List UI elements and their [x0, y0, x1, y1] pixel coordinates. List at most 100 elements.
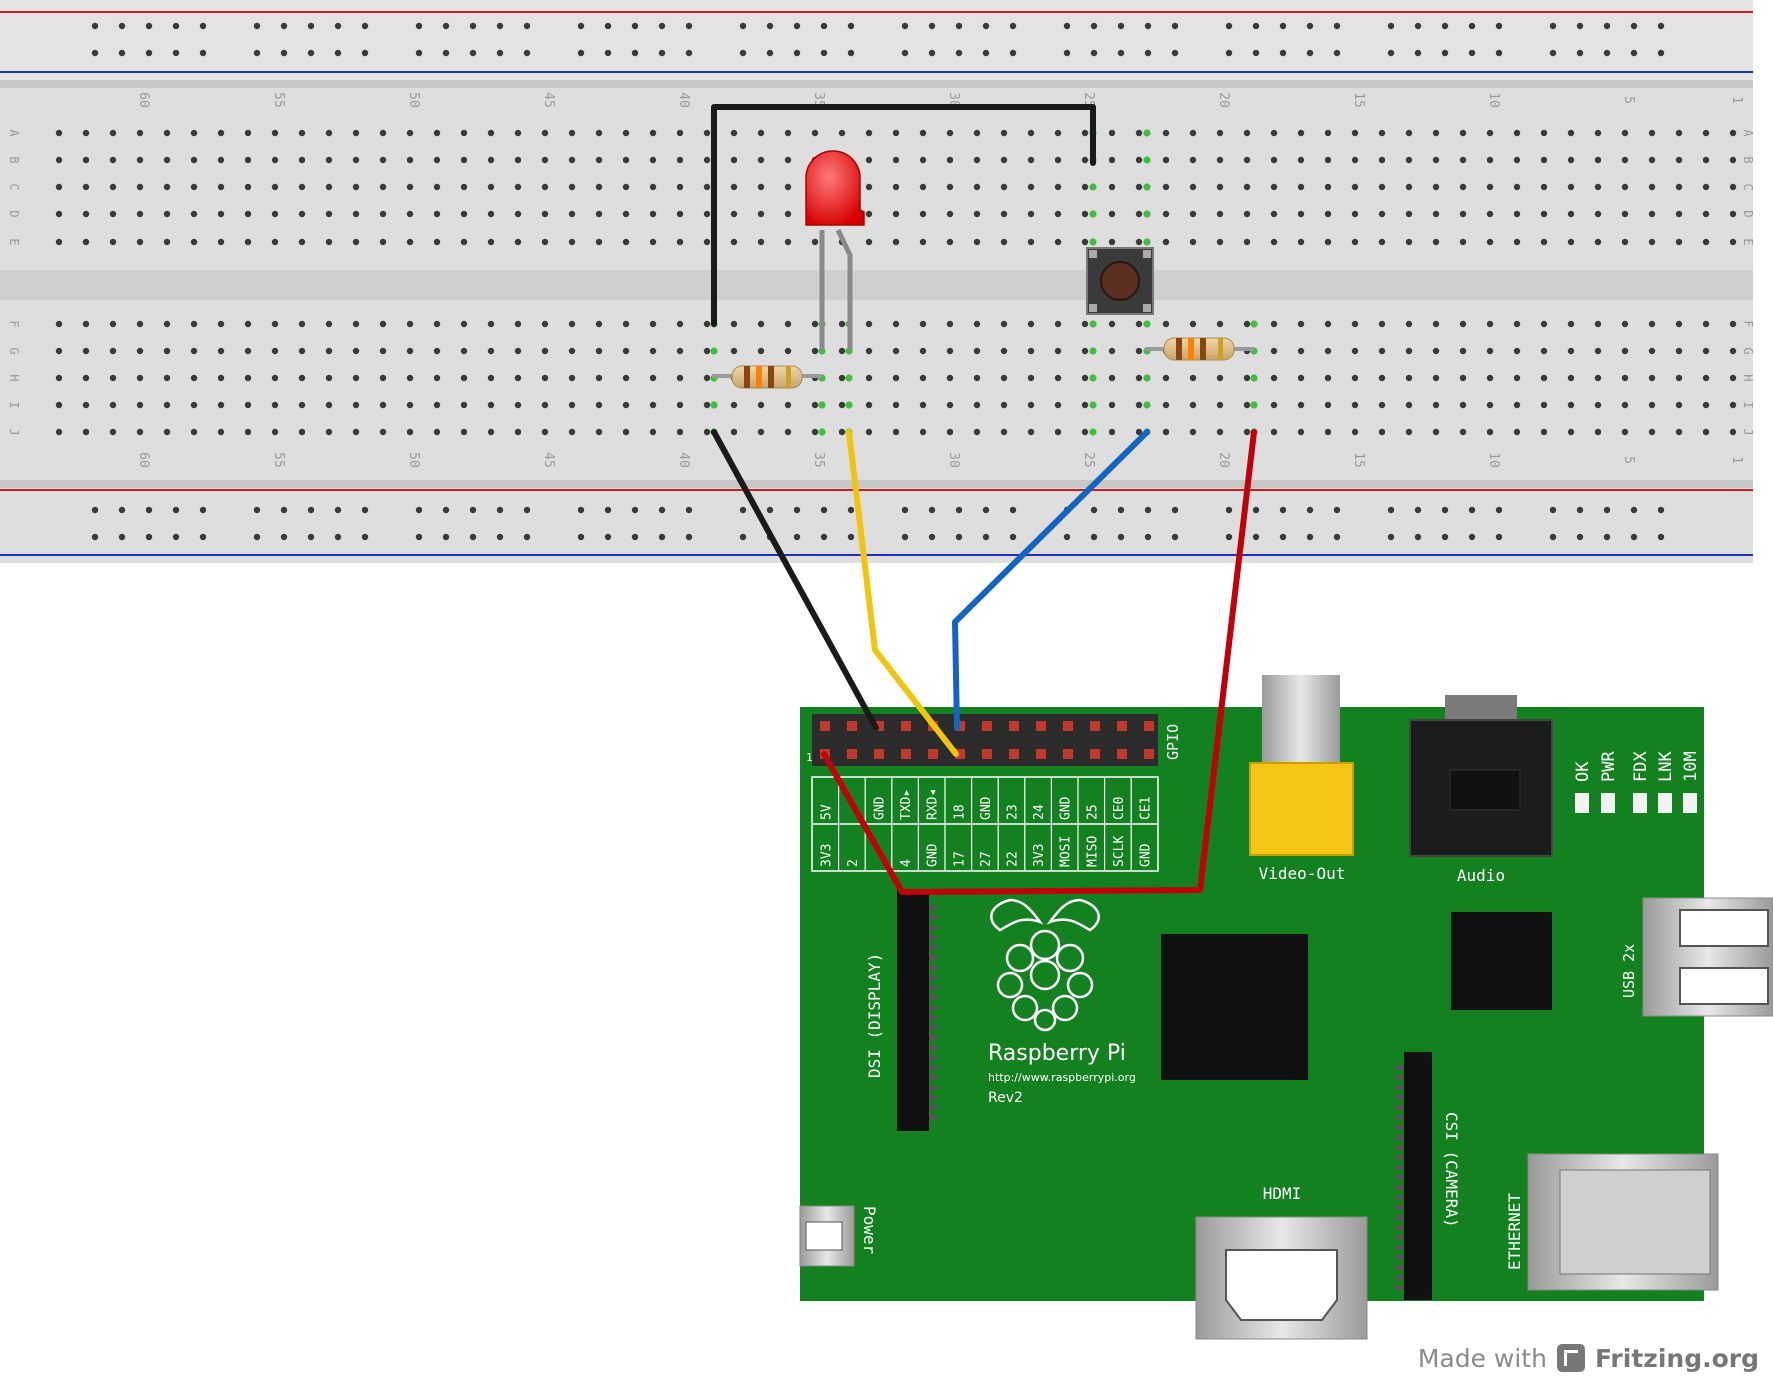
dsi-teeth: [929, 905, 937, 1120]
breadboard-hole: [1324, 183, 1332, 191]
video-out-label: Video-Out: [1259, 864, 1346, 883]
breadboard-hole: [1243, 238, 1251, 246]
breadboard-hole: [568, 238, 576, 246]
breadboard-hole: [676, 129, 684, 137]
breadboard-hole: [163, 428, 171, 436]
breadboard-hole: [406, 156, 414, 164]
breadboard-hole: [1270, 401, 1278, 409]
breadboard-hole: [541, 347, 549, 355]
breadboard-hole: [1243, 210, 1251, 218]
rail-hole: [1495, 22, 1503, 30]
gpio-pin: [1036, 721, 1046, 731]
rail-hole: [172, 22, 180, 30]
breadboard-hole: [649, 320, 657, 328]
rail-hole: [955, 506, 963, 514]
breadboard-hole: [1378, 156, 1386, 164]
csi-tooth: [1396, 1075, 1404, 1080]
breadboard-hole: [1594, 320, 1602, 328]
video-out-connector: Video-Out: [1249, 675, 1354, 883]
rail-hole: [280, 506, 288, 514]
breadboard-hole: [784, 210, 792, 218]
rail-hole: [145, 49, 153, 57]
rail-hole: [1387, 506, 1395, 514]
gpio-pin-label: GND: [926, 843, 941, 867]
breadboard-hole: [1378, 320, 1386, 328]
breadboard-hole: [1567, 129, 1575, 137]
breadboard-hole: [1027, 183, 1035, 191]
breadboard-hole: [1108, 156, 1116, 164]
breadboard-hole: [784, 183, 792, 191]
breadboard-hole: [649, 238, 657, 246]
breadboard-hole: [487, 238, 495, 246]
breadboard-hole: [163, 320, 171, 328]
rail-hole: [523, 49, 531, 57]
breadboard-hole: [1000, 401, 1008, 409]
breadboard-hole: [109, 156, 117, 164]
gpio-pin-label: SCLK: [1112, 836, 1127, 867]
breadboard-hole: [1189, 320, 1197, 328]
csi-tooth: [1396, 1245, 1404, 1250]
breadboard-hole: [1081, 210, 1089, 218]
breadboard-hole: [757, 347, 765, 355]
rail-hole: [1576, 506, 1584, 514]
status-led: [1575, 793, 1589, 813]
breadboard-hole: [1405, 210, 1413, 218]
breadboard-hole: [1648, 320, 1656, 328]
breadboard-hole: [568, 428, 576, 436]
breadboard-hole: [973, 401, 981, 409]
pi-url: http://www.raspberrypi.org: [988, 1071, 1136, 1084]
breadboard-hole: [433, 320, 441, 328]
breadboard-hole: [541, 320, 549, 328]
rail-hole: [1576, 22, 1584, 30]
power-label: Power: [860, 1206, 879, 1255]
row-letter: H: [7, 374, 21, 381]
row-letter: B: [1741, 156, 1755, 163]
breadboard-hole: [1594, 129, 1602, 137]
breadboard-hole: [244, 129, 252, 137]
credit-made-with: Made with: [1417, 1343, 1547, 1373]
breadboard-hole: [244, 238, 252, 246]
breadboard-hole: [1621, 374, 1629, 382]
rail-hole: [334, 22, 342, 30]
breadboard-hole: [865, 156, 873, 164]
breadboard-hole: [352, 374, 360, 382]
breadboard-hole: [1324, 320, 1332, 328]
csi-tooth: [1396, 1235, 1404, 1240]
column-number: 40: [676, 92, 691, 108]
breadboard-hole: [919, 183, 927, 191]
breadboard-hole: [1351, 183, 1359, 191]
breadboard-hole: [1648, 210, 1656, 218]
gpio-pin-label: TXD▸: [899, 789, 914, 820]
dsi-tooth: [929, 995, 937, 1000]
rail-hole: [631, 49, 639, 57]
breadboard-hole: [325, 156, 333, 164]
breadboard-hole: [595, 428, 603, 436]
breadboard-hole: [1513, 320, 1521, 328]
dsi-tooth: [929, 925, 937, 930]
breadboard-hole: [1270, 320, 1278, 328]
breadboard-hole: [1054, 156, 1062, 164]
rail-hole: [1549, 49, 1557, 57]
breadboard-hole: [1270, 156, 1278, 164]
breadboard-hole: [1405, 129, 1413, 137]
rail-hole: [1657, 49, 1665, 57]
breadboard-hole: [352, 347, 360, 355]
breadboard-hole: [1000, 428, 1008, 436]
rail-hole: [253, 22, 261, 30]
gpio-pin: [874, 749, 884, 759]
breadboard-hole: [379, 238, 387, 246]
breadboard-hole: [1513, 238, 1521, 246]
breadboard-hole: [1621, 156, 1629, 164]
breadboard-hole: [1378, 210, 1386, 218]
breadboard-hole: [757, 156, 765, 164]
breadboard-hole: [487, 129, 495, 137]
breadboard-hole: [1567, 238, 1575, 246]
breadboard-hole: [622, 183, 630, 191]
breadboard-hole: [568, 156, 576, 164]
breadboard-hole: [1594, 347, 1602, 355]
status-led-label: FDX: [1631, 751, 1651, 782]
connected-hole: [1089, 183, 1097, 191]
connected-hole: [1143, 238, 1151, 246]
breadboard-hole: [217, 401, 225, 409]
breadboard-hole: [541, 374, 549, 382]
